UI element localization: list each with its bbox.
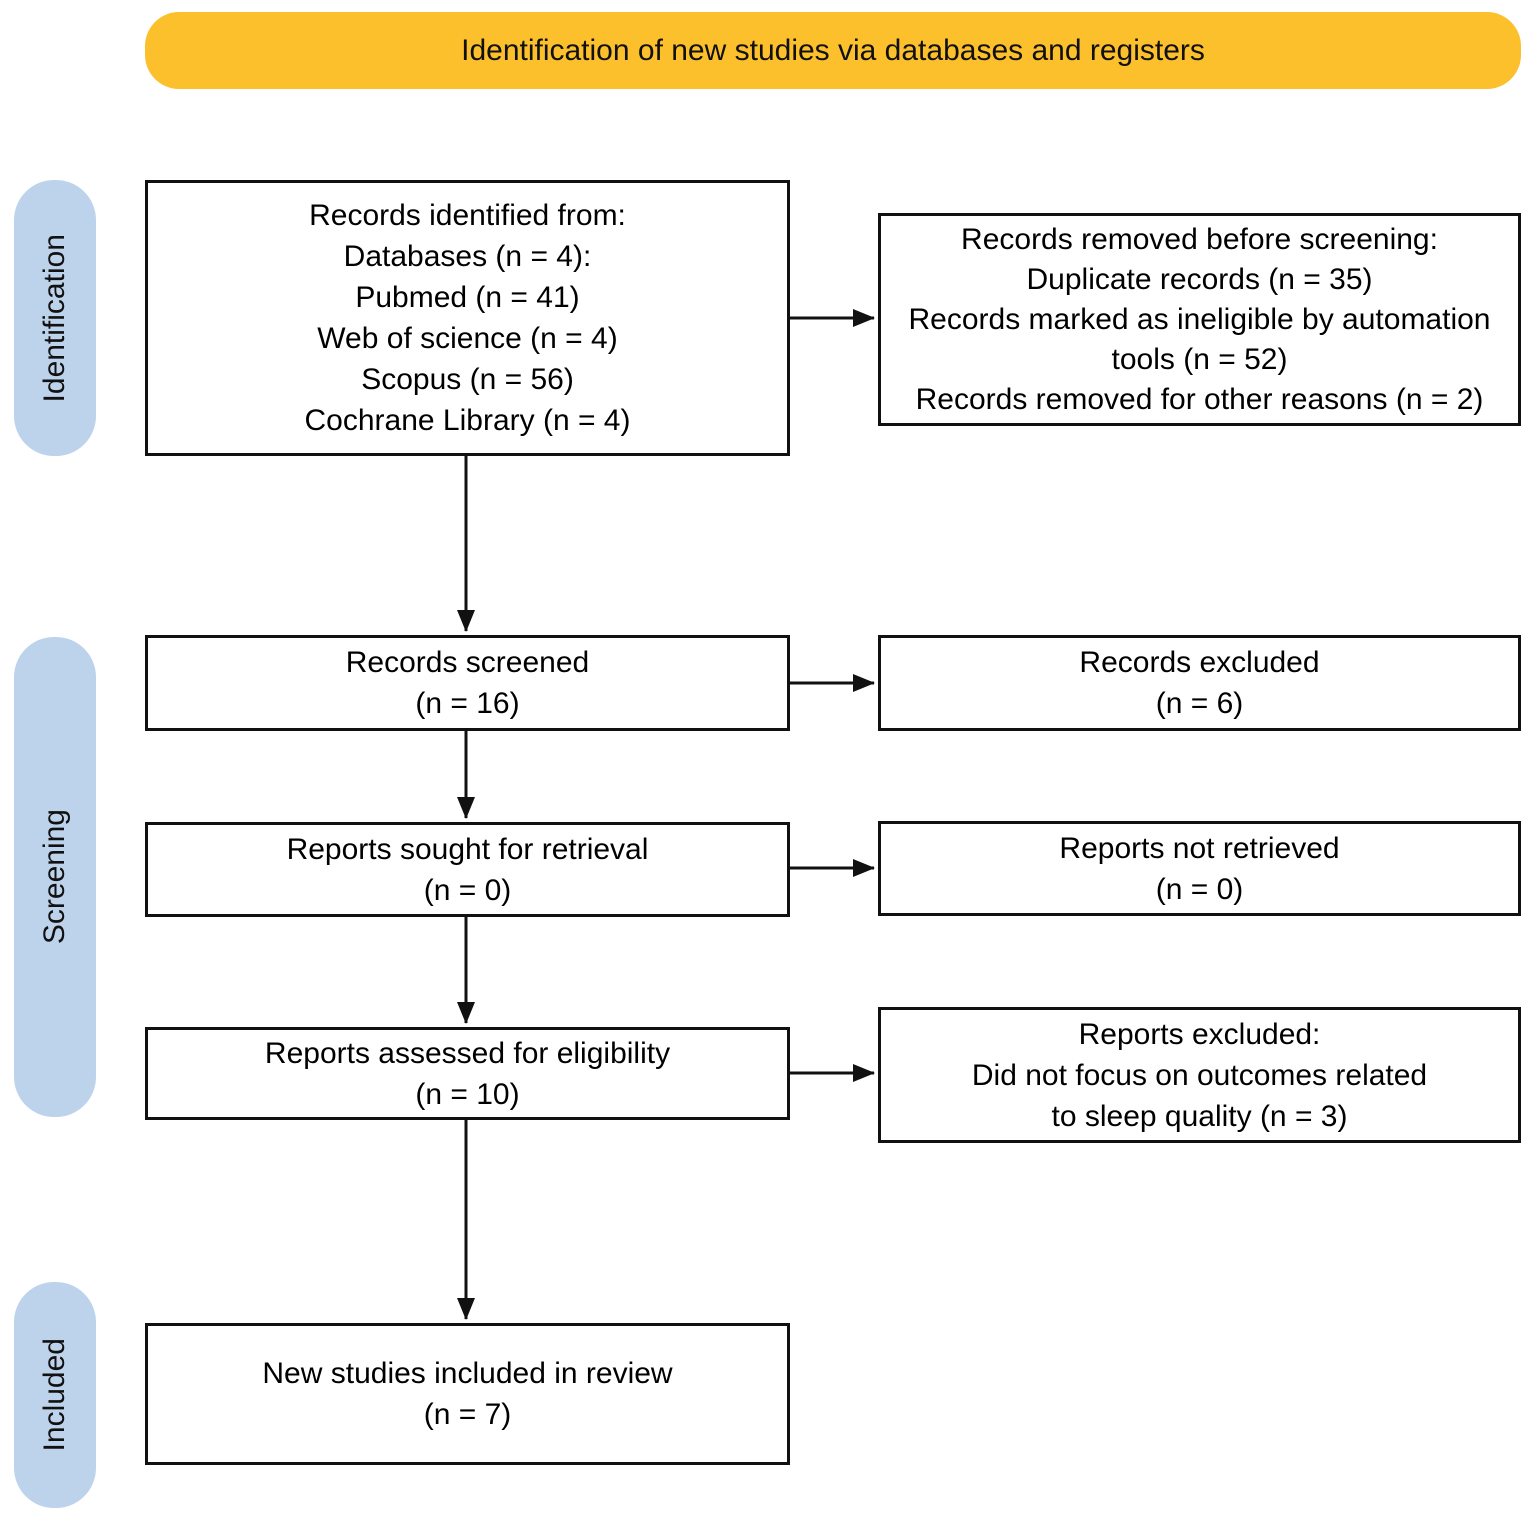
box-line: Scopus (n = 56): [361, 363, 574, 396]
box-records-removed: Records removed before screening: Duplic…: [878, 213, 1521, 426]
phase-label-screening: Screening: [14, 637, 96, 1117]
box-records-identified: Records identified from: Databases (n = …: [145, 180, 790, 456]
banner-title-text: Identification of new studies via databa…: [461, 33, 1205, 67]
box-line: Did not focus on outcomes related: [971, 1058, 1428, 1092]
box-records-screened: Records screened (n = 16): [145, 635, 790, 731]
phase-label-identification-text: Identification: [38, 233, 71, 403]
box-line: to sleep quality (n = 3): [1051, 1099, 1348, 1133]
box-line: Records identified from:: [309, 199, 626, 232]
box-reports-sought: Reports sought for retrieval (n = 0): [145, 822, 790, 917]
box-records-excluded: Records excluded (n = 6): [878, 635, 1521, 731]
box-new-studies-included: New studies included in review (n = 7): [145, 1323, 790, 1465]
box-line: Records removed before screening:: [961, 222, 1438, 256]
box-line: (n = 6): [1155, 687, 1244, 720]
box-line: (n = 0): [1155, 872, 1244, 906]
box-line: New studies included in review: [262, 1357, 673, 1390]
box-reports-not-retrieved: Reports not retrieved (n = 0): [878, 821, 1521, 916]
box-line: Records marked as ineligible by automati…: [908, 302, 1491, 376]
box-line: Pubmed (n = 41): [355, 281, 580, 314]
box-line: (n = 7): [423, 1398, 512, 1431]
box-line: Reports sought for retrieval: [286, 832, 649, 866]
box-line: Records excluded: [1079, 646, 1320, 679]
phase-label-screening-text: Screening: [38, 809, 71, 945]
box-line: Reports excluded:: [1078, 1017, 1321, 1051]
box-line: (n = 10): [415, 1077, 520, 1111]
box-reports-excluded: Reports excluded: Did not focus on outco…: [878, 1007, 1521, 1143]
box-line: (n = 16): [415, 687, 520, 720]
box-line: Databases (n = 4):: [343, 240, 592, 273]
box-line: Web of science (n = 4): [317, 322, 618, 355]
box-line: (n = 0): [423, 873, 512, 907]
box-line: Records screened: [345, 646, 590, 679]
box-reports-assessed: Reports assessed for eligibility (n = 10…: [145, 1027, 790, 1120]
banner-title: Identification of new studies via databa…: [145, 12, 1521, 89]
phase-label-included: Included: [14, 1282, 96, 1508]
box-line: Reports assessed for eligibility: [264, 1036, 671, 1070]
box-line: Duplicate records (n = 35): [1026, 262, 1373, 296]
box-line: Reports not retrieved: [1059, 831, 1340, 865]
phase-label-included-text: Included: [38, 1338, 71, 1452]
box-line: Cochrane Library (n = 4): [304, 404, 631, 437]
box-line: Records removed for other reasons (n = 2…: [915, 382, 1484, 416]
phase-label-identification: Identification: [14, 180, 96, 456]
